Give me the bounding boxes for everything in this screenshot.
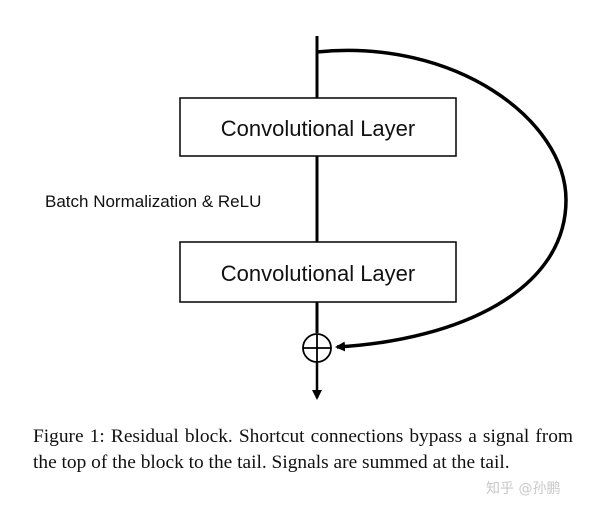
bottom-conv-label: Convolutional Layer	[221, 261, 415, 286]
top-conv-layer: Convolutional Layer	[179, 97, 457, 157]
top-conv-label: Convolutional Layer	[221, 116, 415, 141]
sum-node	[302, 333, 332, 363]
shortcut-connection-arrow	[316, 48, 568, 352]
figure-caption: Figure 1: Residual block. Shortcut conne…	[33, 426, 573, 473]
batchnorm-relu-label: Batch Normalization & ReLU	[45, 192, 261, 211]
bottom-conv-layer: Convolutional Layer	[179, 241, 457, 303]
watermark: 知乎 @孙鹏	[486, 481, 561, 497]
bottom-conv-box	[179, 241, 457, 303]
